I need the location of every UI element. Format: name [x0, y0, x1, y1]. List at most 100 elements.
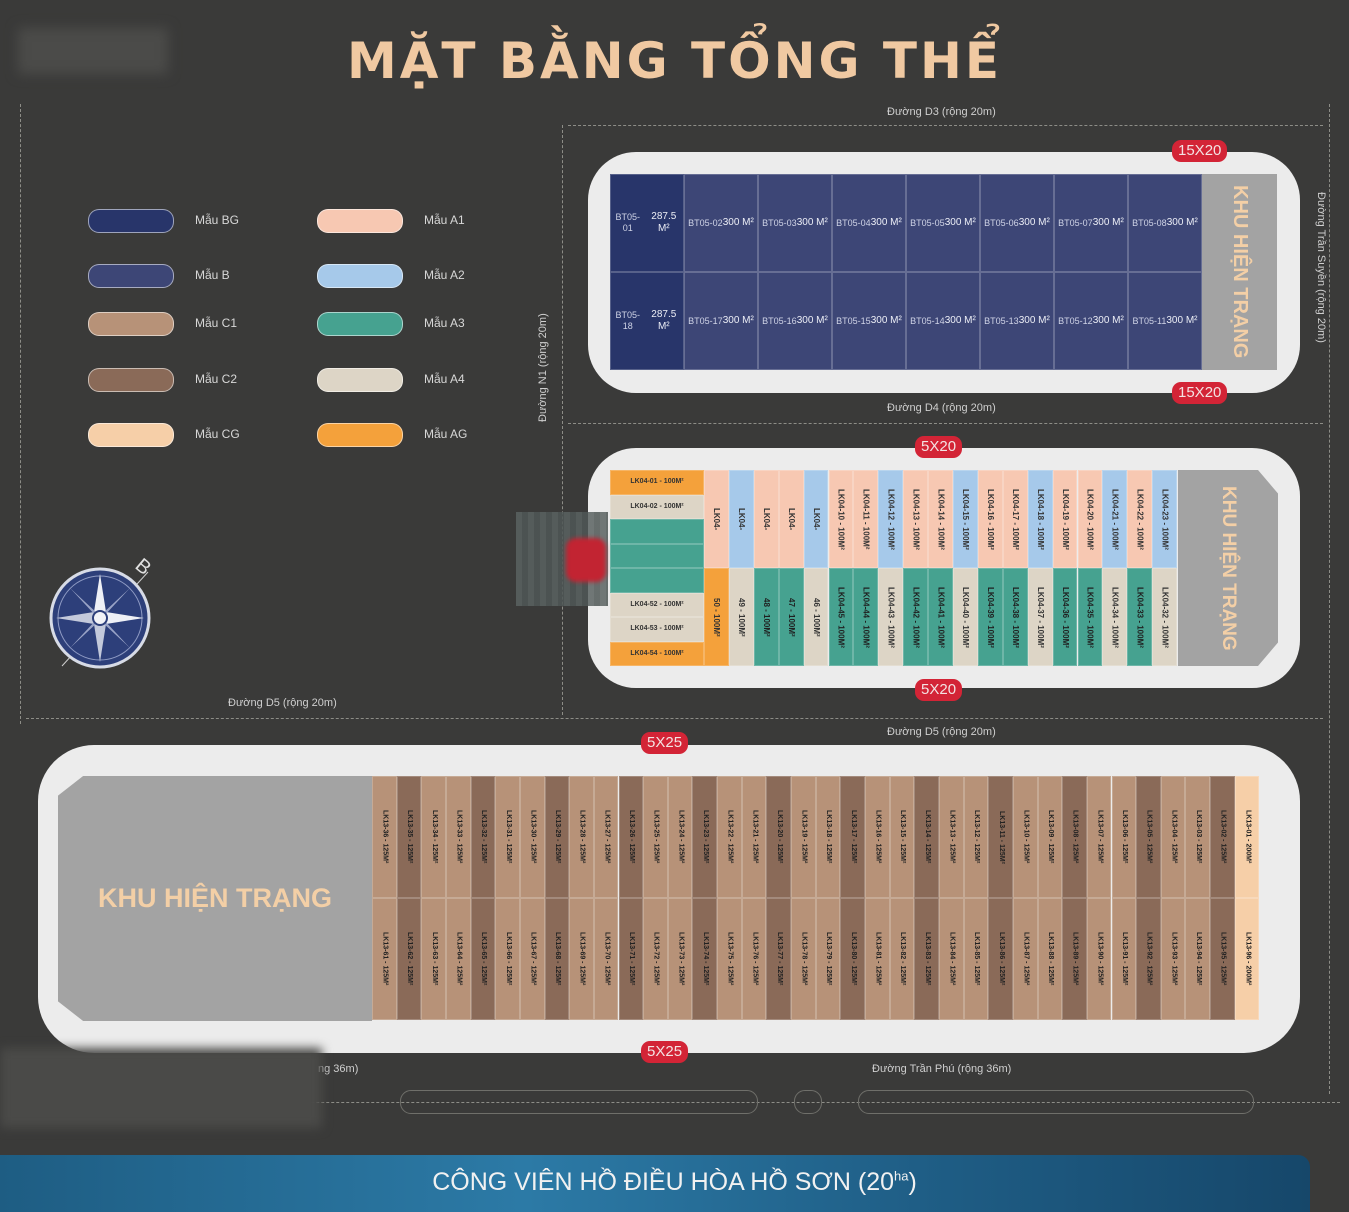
road-label-n1: Đường N1 (rộng 20m) [537, 313, 549, 422]
lot-label: LK13-12 - 125M² [973, 810, 981, 864]
lot-lk04: LK04-21 - 100M² [1102, 470, 1128, 568]
lot-label: LK04-38 - 100M² [1011, 586, 1021, 648]
page-title: MẶT BẰNG TỔNG THỂ [346, 32, 1003, 90]
road-label-tran-phu: Đường Trần Phú (rộng 36m) [872, 1063, 1012, 1075]
legend-label: Mẫu BG [195, 213, 240, 227]
lot-lk13: LK13-68 - 125M² [544, 898, 570, 1020]
lot-label: LK13-84 - 125M² [948, 932, 956, 986]
lot-lk04 [610, 568, 704, 593]
lot-lk13: LK13-36 - 125M² [372, 776, 397, 898]
lot-lk13: LK13-32 - 125M² [470, 776, 496, 898]
lot-lk04: LK04-01 - 100M² [610, 470, 704, 495]
khu-hien-trang-lk13: KHU HIỆN TRẠNG [58, 776, 372, 1021]
lot-label: LK04-44 - 100M² [861, 586, 871, 648]
lot-lk13: LK13-05 - 125M² [1136, 776, 1161, 898]
lot-lk13: LK13-33 - 125M² [445, 776, 471, 898]
blurred-watermark-top [18, 28, 168, 74]
lot-code: BT05-15 [836, 315, 871, 326]
lot-lk13: LK13-66 - 125M² [495, 898, 520, 1020]
lot-label: LK04-43 - 100M² [886, 586, 896, 648]
lot-lk13: LK13-89 - 125M² [1062, 898, 1087, 1020]
lot-lk13: LK13-79 - 125M² [815, 898, 841, 1020]
lot-label: LK13-23 - 125M² [701, 810, 709, 864]
footer-title-close: ) [908, 1168, 917, 1196]
lot-lk04: LK04-40 - 100M² [953, 568, 978, 666]
lot-lk04: LK04-37 - 100M² [1027, 568, 1053, 666]
footer-title-sup: ha [894, 1168, 909, 1184]
khu-hien-trang-lk04: KHU HIỆN TRẠNG [1178, 470, 1278, 666]
lot-label: LK04-23 - 100M² [1160, 488, 1170, 550]
lot-label: LK13-91 - 125M² [1121, 932, 1129, 986]
legend-label: Mẫu B [195, 268, 230, 282]
lot-label: LK13-88 - 125M² [1047, 932, 1055, 986]
lot-lk04: LK04-33 - 100M² [1127, 568, 1153, 666]
lot-lk04: LK04- [803, 470, 829, 568]
lot-lk04: LK04-43 - 100M² [878, 568, 904, 666]
legend-swatch [88, 423, 174, 447]
lot-label: LK13-90 - 125M² [1096, 932, 1104, 986]
lot-lk13: LK13-83 - 125M² [914, 898, 939, 1020]
lot-label: LK13-61 - 125M² [381, 932, 389, 986]
lot-label: LK13-04 - 125M² [1170, 810, 1178, 864]
lot-label: LK13-02 - 125M² [1219, 810, 1227, 864]
lot-label: LK13-31 - 125M² [504, 810, 512, 864]
lot-code: BT05-16 [762, 315, 797, 326]
legend-swatch [317, 423, 403, 447]
road-label-d5-left: Đường D5 (rộng 20m) [228, 697, 337, 709]
lot-lk13: LK13-82 - 125M² [889, 898, 915, 1020]
badge-lk04-bottom: 5X20 [915, 679, 963, 701]
lot-area: 300 M² [944, 217, 976, 228]
lot-lk04: LK04-22 - 100M² [1127, 470, 1153, 568]
lot-lk13: LK13-29 - 125M² [544, 776, 570, 898]
road-line-right [1329, 104, 1330, 1094]
lot-label: LK13-69 - 125M² [578, 932, 586, 986]
lot-label: LK04-39 - 100M² [986, 586, 996, 648]
lot-lk13: LK13-90 - 125M² [1086, 898, 1112, 1020]
lot-lk13: LK13-93 - 125M² [1160, 898, 1186, 1020]
lot-lk04: LK04-02 - 100M² [610, 494, 704, 519]
lot-label: 47 - 100M² [786, 597, 796, 637]
lot-label: LK04-36 - 100M² [1060, 586, 1070, 648]
lot-lk13: LK13-86 - 125M² [988, 898, 1013, 1020]
lot-lk13: LK13-71 - 125M² [618, 898, 644, 1020]
median-roundabout [794, 1090, 822, 1114]
lot-label: LK13-24 - 125M² [677, 810, 685, 864]
lot-lk04: LK04- [778, 470, 804, 568]
lot-lk04: 48 - 100M² [753, 568, 779, 666]
lot-lk04: LK04-16 - 100M² [977, 470, 1003, 568]
lot-code: BT05-01 [615, 212, 641, 233]
lot-label: LK13-35 - 125M² [406, 810, 414, 864]
lot-lk13: LK13-11 - 125M² [988, 776, 1013, 898]
footer-band [0, 1155, 1310, 1212]
lot-label: LK04-11 - 100M² [861, 488, 871, 550]
lot-area: 300 M² [1166, 315, 1198, 326]
lot-area: 300 M² [944, 315, 976, 326]
lot-lk13: LK13-17 - 125M² [840, 776, 865, 898]
lot-label: LK13-82 - 125M² [899, 932, 907, 986]
lot-lk13: LK13-10 - 125M² [1012, 776, 1038, 898]
median-left [400, 1090, 758, 1114]
lot-lk04: LK04- [728, 470, 754, 568]
lot-label: 46 - 100M² [811, 597, 821, 637]
lot-lk13: LK13-80 - 125M² [840, 898, 865, 1020]
lot-label: LK13-64 - 125M² [455, 932, 463, 986]
lot-label: LK04-35 - 100M² [1085, 586, 1095, 648]
lot-area: 300 M² [722, 217, 754, 228]
lot-lk13: LK13-08 - 125M² [1062, 776, 1087, 898]
lot-code: BT05-05 [910, 217, 945, 228]
lot-lk13: LK13-21 - 125M² [741, 776, 767, 898]
badge-lk13-top: 5X25 [641, 732, 689, 754]
lot-label: LK13-11 - 125M² [997, 810, 1005, 864]
lot-label: LK13-06 - 125M² [1121, 810, 1129, 864]
lot-label: LK13-15 - 125M² [899, 810, 907, 864]
lot-lk13: LK13-74 - 125M² [692, 898, 718, 1020]
lot-label: LK04-18 - 100M² [1035, 488, 1045, 550]
lot-code: BT05-14 [910, 315, 945, 326]
legend-swatch [88, 368, 174, 392]
lot-lk13: LK13-77 - 125M² [766, 898, 792, 1020]
lot-lk13: LK13-27 - 125M² [593, 776, 619, 898]
lot-lk13: LK13-65 - 125M² [470, 898, 496, 1020]
lot-label: LK13-33 - 125M² [455, 810, 463, 864]
lot-lk13: LK13-13 - 125M² [938, 776, 964, 898]
